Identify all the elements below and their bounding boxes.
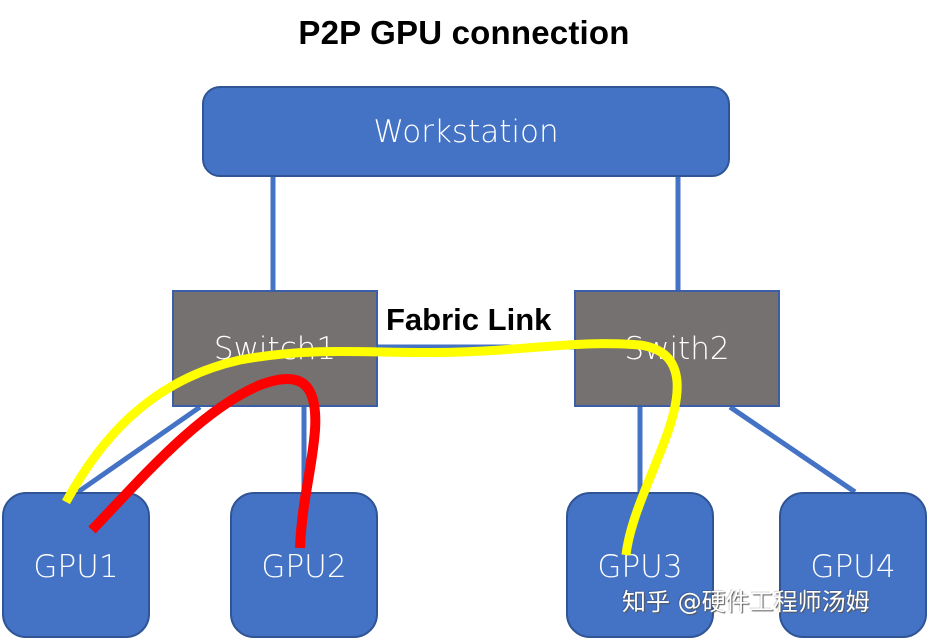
watermark: 知乎 @硬件工程师汤姆: [622, 588, 870, 616]
gpu4-node: GPU4: [779, 492, 927, 638]
fabric-link-label: Fabric Link: [384, 302, 554, 338]
switch1-node: Switch1: [172, 290, 378, 407]
red-path: [88, 373, 321, 549]
workstation-node: Workstation: [202, 86, 730, 177]
diagram-title: P2P GPU connection: [298, 14, 630, 51]
link-switch1-gpu1: [76, 404, 202, 495]
yellow-path: [62, 339, 682, 556]
gpu1-node: GPU1: [2, 492, 150, 638]
link-switch2-gpu4: [728, 404, 857, 495]
